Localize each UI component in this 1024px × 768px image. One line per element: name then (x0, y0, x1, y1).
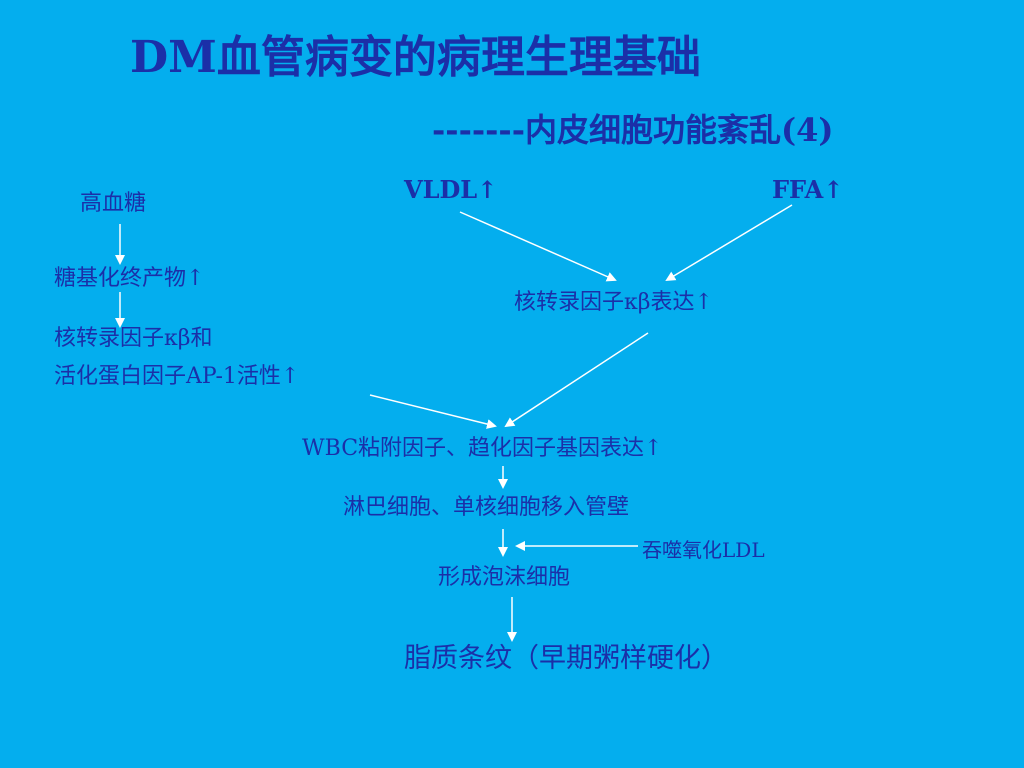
node-ffa: FFA↑ (772, 175, 844, 204)
arrow-nfkb-to-wbc (504, 332, 649, 428)
arrow-vldl-to-nfkb (459, 211, 617, 282)
node-vldl: VLDL↑ (404, 175, 498, 204)
arrow-ffa-to-nfkb (665, 204, 793, 282)
node-nfkb-ap1-line1: 核转录因子κβ和 (54, 326, 213, 351)
node-cell-migration: 淋巴细胞、单核细胞移入管壁 (343, 495, 630, 520)
node-hyperglycemia: 高血糖 (80, 191, 147, 216)
node-foam-cells: 形成泡沫细胞 (438, 565, 571, 590)
slide-subtitle: -------内皮细胞功能紊乱(4) (432, 111, 834, 149)
arrow-ap1-to-wbc (369, 394, 497, 429)
node-wbc-expression: WBC粘附因子、趋化因子基因表达↑ (302, 436, 663, 461)
node-nfkb-ap1-line2: 活化蛋白因子AP-1活性↑ (54, 364, 300, 389)
node-fatty-streak: 脂质条纹（早期粥样硬化） (404, 643, 728, 674)
slide-title: DM血管病变的病理生理基础 (130, 32, 701, 83)
node-nfkb-expression: 核转录因子κβ表达↑ (514, 290, 713, 315)
node-oxldl: 吞噬氧化LDL (642, 538, 765, 562)
node-ages: 糖基化终产物↑ (54, 266, 205, 291)
